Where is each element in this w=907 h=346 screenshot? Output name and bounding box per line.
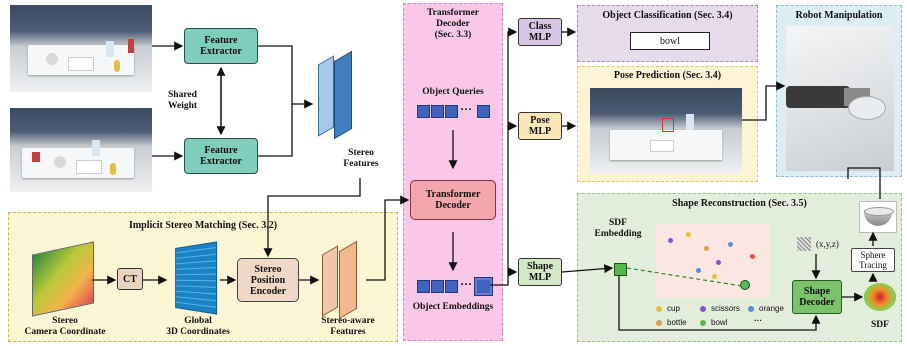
- feature-extractor-top: Feature Extractor: [184, 28, 258, 64]
- pose-prediction-title: Pose Prediction (Sec. 3.4): [613, 70, 722, 81]
- sdf-embedding-square: [614, 263, 627, 276]
- pose-mlp-box: Pose MLP: [518, 112, 562, 140]
- xyz-label: (x,y,z): [816, 239, 839, 249]
- shape-decoder-box: Shape Decoder: [792, 280, 842, 314]
- object-queries-row: ···: [417, 102, 497, 119]
- object-embeddings-label: Object Embeddings: [412, 302, 494, 312]
- object-queries-label: Object Queries: [422, 87, 484, 97]
- reconstructed-bowl-image: [859, 201, 897, 233]
- stereo-features-front: [334, 50, 352, 140]
- camera-coordinate-label: Stereo Camera Coordinate: [24, 316, 106, 337]
- ct-box: CT: [117, 268, 143, 290]
- class-result-box: bowl: [630, 32, 710, 50]
- class-mlp-box: Class MLP: [518, 18, 562, 46]
- shared-weight-label: Shared Weight: [168, 90, 198, 111]
- sphere-tracing-box: Sphere Tracing: [851, 248, 895, 272]
- stereo-position-encoder: Stereo Position Encoder: [237, 258, 299, 302]
- xyz-point-cloud-icon: [797, 237, 811, 251]
- legend-scissors: scissors: [711, 304, 740, 313]
- global-3d-label: Global 3D Coordinates: [166, 316, 230, 337]
- stereo-aware-back: [322, 245, 338, 317]
- feature-extractor-bottom: Feature Extractor: [184, 138, 258, 174]
- left-stereo-image: [10, 5, 152, 92]
- shape-reconstruction-title: Shape Reconstruction (Sec. 3.5): [672, 198, 807, 209]
- camera-coordinate-grid: [32, 241, 94, 317]
- stereo-aware-label: Stereo-aware Features: [321, 316, 375, 337]
- shape-mlp-box: Shape MLP: [518, 258, 562, 286]
- classification-title: Object Classification (Sec. 3.4): [602, 10, 733, 21]
- sdf-embedding-label: SDF Embedding: [594, 218, 642, 239]
- shape-legend: cup scissors orange bottle bowl ···: [656, 304, 784, 334]
- sdf-heatmap: [864, 283, 896, 311]
- stereo-features-back: [318, 55, 334, 137]
- embeddings-ellipsis: ···: [460, 277, 473, 291]
- legend-bowl: bowl: [711, 318, 728, 327]
- legend-bottle: bottle: [667, 318, 687, 327]
- stereo-features-label: Stereo Features: [343, 148, 379, 169]
- legend-cup: cup: [667, 304, 680, 313]
- ct-label: CT: [123, 273, 137, 285]
- pose-prediction-image: [590, 88, 742, 173]
- robot-title: Robot Manipulation: [795, 10, 883, 21]
- transformer-region-title: Transformer Decoder (Sec. 3.3): [426, 8, 480, 40]
- robot-manipulation-image: [786, 26, 894, 171]
- implicit-stereo-title: Implicit Stereo Matching (Sec. 3.2): [128, 220, 278, 231]
- legend-ellipsis: ···: [754, 316, 762, 325]
- sdf-label: SDF: [871, 320, 889, 330]
- queries-ellipsis: ···: [460, 102, 473, 116]
- transformer-decoder-box: Transformer Decoder: [410, 180, 496, 220]
- stereo-aware-front: [339, 240, 357, 320]
- embedding-scatter-plot: [656, 224, 770, 298]
- global-3d-grid: [175, 241, 218, 315]
- legend-orange: orange: [759, 304, 784, 313]
- class-result-text: bowl: [660, 35, 680, 47]
- right-stereo-image: [10, 108, 152, 192]
- object-embeddings-row: ···: [417, 277, 497, 296]
